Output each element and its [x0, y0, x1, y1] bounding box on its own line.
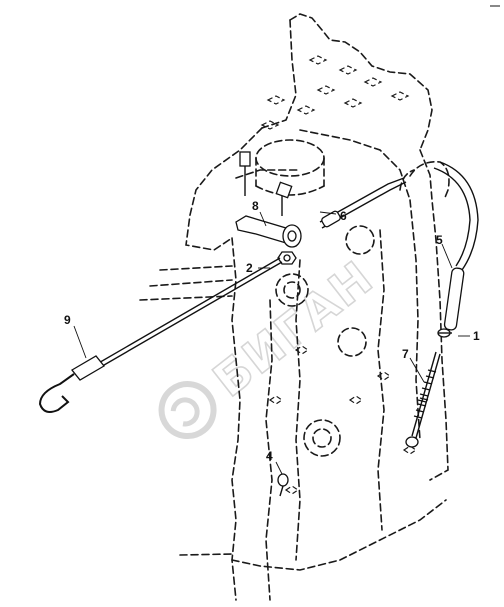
callout-6: 6 — [340, 209, 347, 223]
callout-4: 4 — [266, 449, 273, 463]
watermark: БИГАН — [158, 249, 384, 440]
callout-2: 2 — [246, 261, 253, 275]
tube-clip — [437, 328, 452, 338]
callout-1: 1 — [473, 329, 480, 343]
fasteners — [239, 151, 293, 216]
callout-5: 5 — [436, 233, 443, 247]
callouts: 1 2 4 5 6 7 8 9 — [64, 199, 480, 463]
callout-8: 8 — [252, 199, 259, 213]
lever-cable — [319, 177, 407, 229]
engine-block — [139, 13, 450, 601]
dipstick — [38, 257, 283, 413]
callout-9: 9 — [64, 313, 71, 327]
leader-lines — [73, 211, 470, 475]
nut — [277, 251, 297, 265]
drain-plug — [277, 473, 289, 497]
dipstick-guide-tube — [433, 161, 479, 331]
watermark-logo-icon — [158, 381, 217, 440]
lever-bracket — [235, 215, 302, 248]
spring-rod — [405, 351, 441, 448]
callout-7: 7 — [402, 347, 409, 361]
